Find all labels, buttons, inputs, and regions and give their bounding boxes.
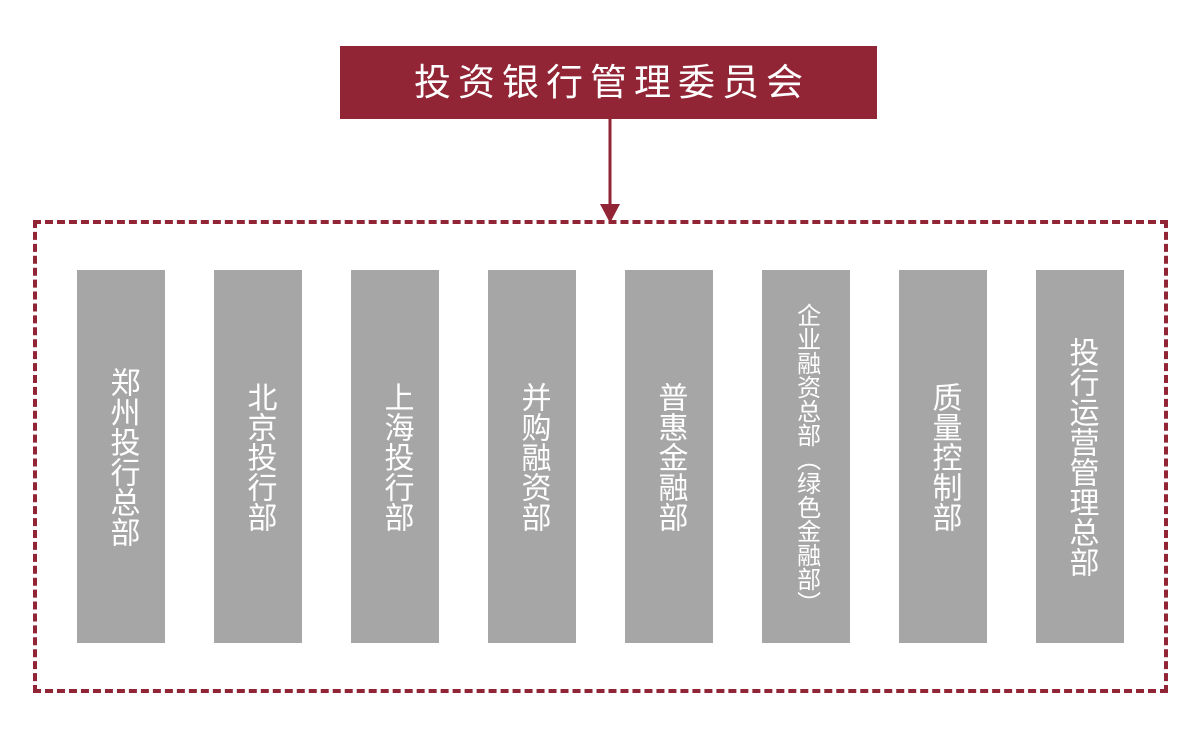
committee-box[interactable]: 投资银行管理委员会 xyxy=(340,46,877,119)
department-label: 投行运营管理总部 xyxy=(1063,336,1099,577)
department-box-inclusive-finance[interactable]: 普惠金融部 xyxy=(625,270,713,643)
department-label: 并购融资部 xyxy=(515,381,551,532)
down-arrow-icon xyxy=(598,119,622,223)
department-box-corporate-financing[interactable]: 企业融资总部（绿色金融部） xyxy=(762,270,850,643)
department-row: 郑州投行总部 北京投行部 上海投行部 并购融资部 普惠金融部 企业融资总部（绿色… xyxy=(77,270,1125,643)
department-label: 质量控制部 xyxy=(926,381,962,532)
department-label: 北京投行部 xyxy=(241,381,277,532)
department-box-ma-financing[interactable]: 并购融资部 xyxy=(488,270,576,643)
department-box-operations-management[interactable]: 投行运营管理总部 xyxy=(1036,270,1124,643)
department-group-border xyxy=(33,220,1168,693)
department-label: 普惠金融部 xyxy=(652,381,688,532)
department-box-zhengzhou[interactable]: 郑州投行总部 xyxy=(77,270,165,643)
committee-title: 投资银行管理委员会 xyxy=(414,61,810,104)
department-box-quality-control[interactable]: 质量控制部 xyxy=(899,270,987,643)
department-label: 郑州投行总部 xyxy=(104,366,140,547)
department-box-shanghai[interactable]: 上海投行部 xyxy=(351,270,439,643)
department-label: 企业融资总部（绿色金融部） xyxy=(792,302,821,615)
department-box-beijing[interactable]: 北京投行部 xyxy=(214,270,302,643)
department-label: 上海投行部 xyxy=(378,381,414,532)
